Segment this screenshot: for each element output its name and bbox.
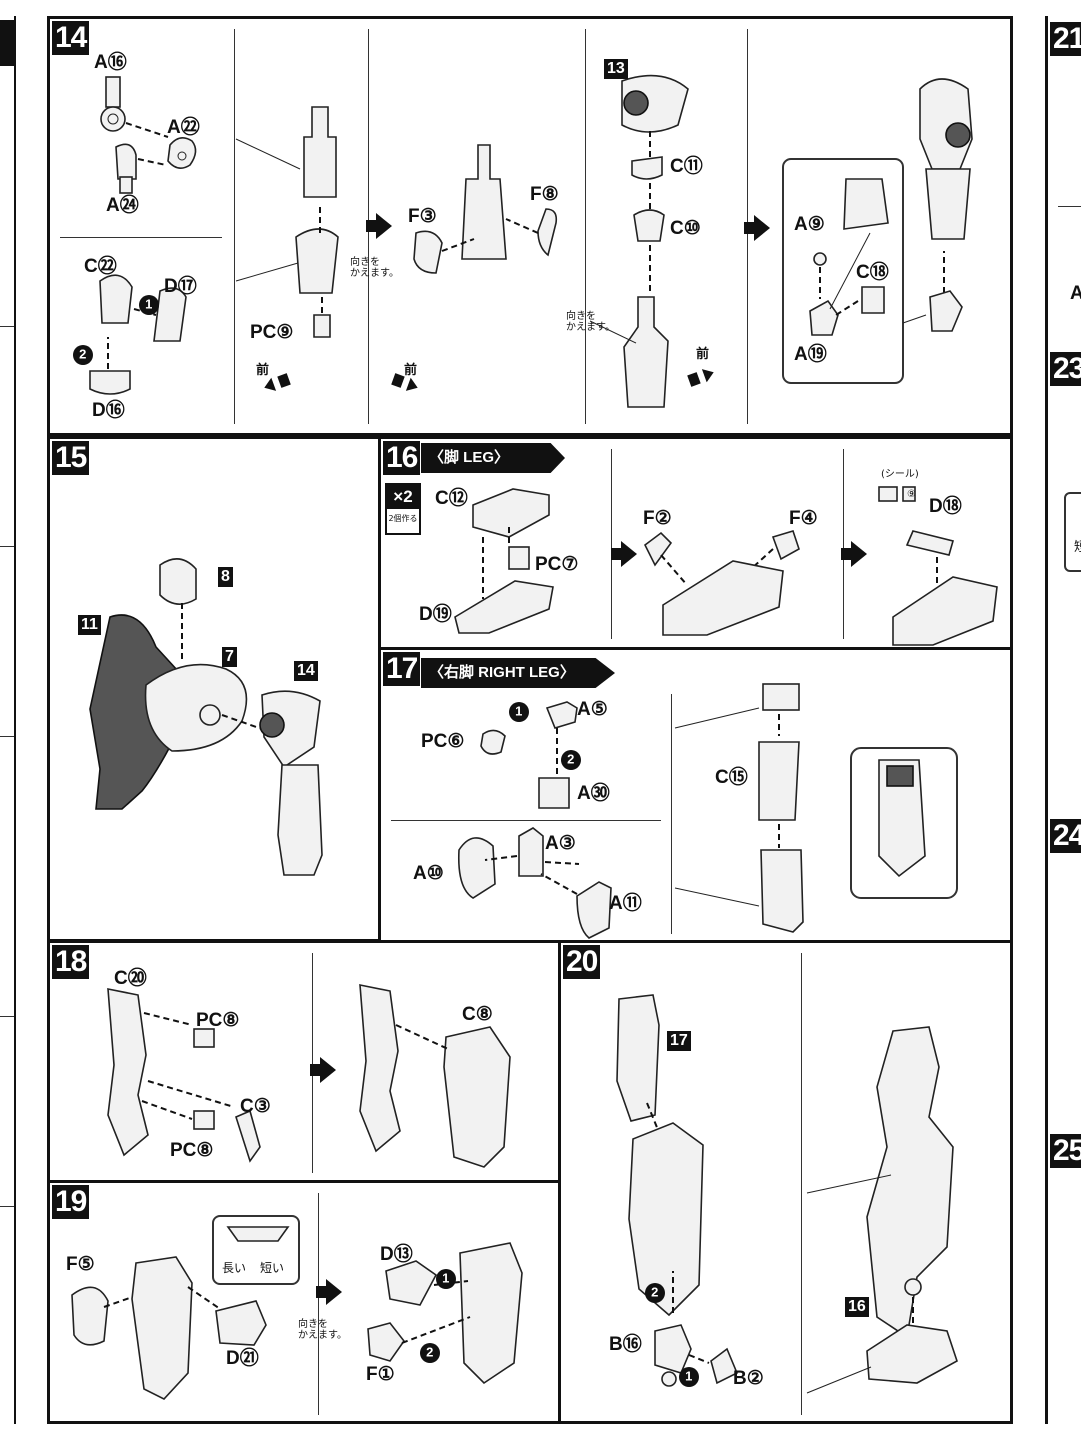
- part-label-f1: F①: [366, 1364, 395, 1385]
- part-label-pc7: PC⑦: [535, 554, 579, 575]
- rotate-note-1: 向きを かえます。: [350, 257, 399, 279]
- edge-label-a: A: [1070, 283, 1081, 304]
- part-label-c12: C⑫: [435, 488, 468, 509]
- part-label-a10: A⑩: [413, 863, 444, 884]
- part-label-d18: D⑱: [929, 496, 962, 517]
- step-14-panel: 14: [47, 16, 1013, 436]
- times-two-value: ×2: [387, 485, 419, 509]
- part-label-f4: F④: [789, 508, 818, 529]
- step-number-17: 17: [383, 652, 421, 686]
- step-number-18: 18: [52, 945, 90, 979]
- edge-inset-box: 短: [1064, 492, 1081, 572]
- part-label-pc8-a: PC⑧: [196, 1010, 240, 1031]
- callout-11: 11: [78, 615, 101, 635]
- front-label-1: 前: [256, 363, 270, 378]
- step-17-panel: 17 〈右脚 RIGHT LEG〉 1 A⑤ PC⑥ 2 A㉚ A③ A⑩ A⑪…: [378, 647, 1013, 943]
- step-18-panel: 18 C⑳ PC⑧ C③ PC⑧ C⑧: [47, 940, 561, 1183]
- step-number-16: 16: [383, 441, 421, 475]
- step-number-14: 14: [52, 21, 90, 55]
- step-number-25: 25: [1050, 1134, 1081, 1168]
- callout-17: 17: [667, 1031, 691, 1051]
- callout-13: 13: [604, 59, 628, 79]
- front-label-2: 前: [404, 363, 418, 378]
- step-17-title: 〈右脚 RIGHT LEG〉: [421, 658, 615, 688]
- step-number-20: 20: [563, 945, 601, 979]
- part-label-d21: D㉑: [226, 1348, 259, 1369]
- flow-arrow-6: [316, 1279, 342, 1305]
- part-label-a19: A⑲: [794, 344, 827, 365]
- part-label-d13: D⑬: [380, 1244, 413, 1265]
- part-label-f8: F⑧: [530, 184, 559, 205]
- part-a16-drawing: [100, 76, 169, 138]
- step-16-illustration: [454, 486, 998, 646]
- step-15-illustration: [89, 558, 323, 876]
- part-label-b2: B②: [733, 1368, 764, 1389]
- step-20-panel: 20 17 2 B⑯ 1 B② 16: [558, 940, 1013, 1424]
- step-15-panel: 15 8 11 7 14: [47, 436, 381, 942]
- part-label-f3: F③: [408, 206, 437, 227]
- times-two-note: 2個作る: [388, 514, 418, 523]
- short-label: 短い: [260, 1261, 285, 1275]
- right-edge-strip: 21 A 23 短 24 25: [1045, 16, 1081, 1424]
- step-19-panel: 19 長い 短い F⑤ D㉑ 向きを かえます。 D⑬ 1 2 F①: [47, 1180, 561, 1424]
- rotate-note-3: 向きを かえます。: [298, 1319, 347, 1341]
- part-label-a3: A③: [545, 833, 576, 854]
- flow-arrow-1: [366, 213, 392, 239]
- part-label-a5: A⑤: [577, 699, 608, 720]
- step-16-panel: 16 〈脚 LEG〉 ×2 2個作る C⑫ PC⑦ D⑲ F② F④ (シール)…: [378, 436, 1013, 650]
- part-label-pc9: PC⑨: [250, 322, 294, 343]
- part-label-c18: C⑱: [856, 262, 889, 283]
- left-edge-tab: [0, 20, 14, 66]
- part-label-c22: C㉒: [84, 256, 117, 277]
- part-label-a9: A⑨: [794, 214, 825, 235]
- step-number-21: 21: [1050, 22, 1081, 56]
- edge-label-short: 短: [1074, 540, 1081, 555]
- part-label-c10: C⑩: [670, 218, 701, 239]
- front-label-3: 前: [696, 347, 710, 362]
- flow-arrow-5: [310, 1057, 336, 1083]
- step-number-15: 15: [52, 441, 90, 475]
- long-label: 長い: [222, 1261, 247, 1275]
- step-16-title: 〈脚 LEG〉: [421, 443, 565, 473]
- part-label-f2: F②: [643, 508, 672, 529]
- flow-arrow-4: [841, 541, 867, 567]
- step-18-illustration: [107, 984, 511, 1168]
- part-label-b16: B⑯: [609, 1334, 642, 1355]
- part-label-a30: A㉚: [577, 783, 610, 804]
- left-edge-strip: [0, 16, 16, 1424]
- callout-8: 8: [218, 567, 233, 587]
- flow-arrow-3: [611, 541, 637, 567]
- step-20-illustration: [616, 994, 958, 1394]
- callout-14: 14: [294, 661, 318, 681]
- step-17-illustration: [457, 683, 958, 939]
- part-label-c3: C③: [240, 1096, 271, 1117]
- flow-arrow-2: [744, 215, 770, 241]
- part-label-pc8-b: PC⑧: [170, 1140, 214, 1161]
- part-label-a11: A⑪: [609, 893, 642, 914]
- part-label-d19: D⑲: [419, 604, 452, 625]
- step-number-23: 23: [1050, 352, 1081, 386]
- part-label-d16: D⑯: [92, 400, 125, 421]
- step-19-illustration: [71, 1226, 523, 1400]
- part-label-c15: C⑮: [715, 767, 748, 788]
- part-label-pc6: PC⑥: [421, 731, 465, 752]
- part-label-a16: A⑯: [94, 52, 127, 73]
- times-two-badge: ×2 2個作る: [385, 483, 421, 535]
- callout-7: 7: [222, 647, 237, 667]
- part-label-c20: C⑳: [114, 968, 147, 989]
- part-label-c8: C⑧: [462, 1004, 493, 1025]
- step-number-19: 19: [52, 1185, 90, 1219]
- rotate-note-2: 向きを かえます。: [566, 311, 615, 333]
- part-label-d17: D⑰: [164, 276, 197, 297]
- callout-16: 16: [845, 1297, 869, 1317]
- part-label-a24: A㉔: [106, 195, 139, 216]
- seal-number: ⑨: [907, 489, 916, 500]
- part-label-a22: A㉒: [167, 117, 200, 138]
- step-number-24: 24: [1050, 819, 1081, 853]
- part-label-c11: C⑪: [670, 156, 703, 177]
- part-label-f5: F⑤: [66, 1254, 95, 1275]
- seal-label: (シール): [881, 469, 919, 480]
- step-14-illustration: [89, 74, 973, 408]
